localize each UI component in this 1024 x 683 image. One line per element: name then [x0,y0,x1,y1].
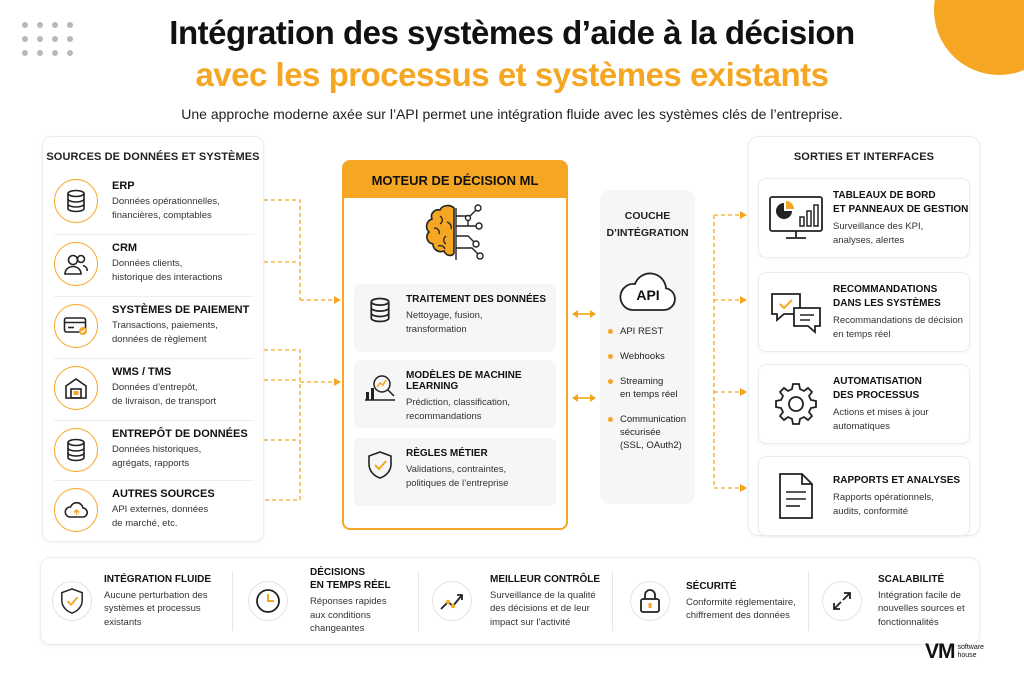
page-subtitle: Une approche moderne axée sur l’API perm… [181,106,843,122]
benefit-title: INTÉGRATION FLUIDE [104,573,212,585]
engine-card-desc: Validations, contraintes,politiques de l… [406,464,509,489]
divider [418,571,419,631]
database-icon [362,296,398,324]
sources-panel-title: SOURCES DE DONNÉES ET SYSTÈMES [46,151,260,163]
divider [232,571,233,631]
engine-card-business-rules: RÈGLES MÉTIER Validations, contraintes,p… [354,438,556,506]
page-title-accent: avec les processus et systèmes existants [195,56,829,93]
dashboard-monitor-icon [759,195,833,241]
engine-card-desc: Nettoyage, fusion,transformation [406,310,483,335]
api-cloud-icon: API [617,270,679,319]
engine-card-ml-models: MODÈLES DE MACHINE LEARNING Prédiction, … [354,360,556,428]
warehouse-icon [54,365,98,410]
source-desc: Données clients,historique des interacti… [112,258,223,283]
outputs-panel-title: SORTIES ET INTERFACES [793,151,935,163]
output-desc: Surveillance des KPI,analyses, alertes [833,220,924,246]
benefit-better-control: MEILLEUR CONTRÔLE Surveillance de la qua… [432,557,612,645]
source-title: ENTREPÔT DE DONNÉES [112,428,248,440]
api-label: API [636,287,660,303]
engine-card-title: RÈGLES MÉTIER [406,448,488,459]
logo-mark: VM [925,640,955,663]
gear-icon [759,381,833,427]
cloud-icon [54,487,98,532]
clock-icon [248,581,288,621]
database-icon [54,427,98,472]
benefit-title: SÉCURITÉ [686,580,737,592]
trend-up-icon [432,581,472,621]
chat-check-icon [759,290,833,334]
page-title: Intégration des systèmes d’aide à la déc… [169,14,855,51]
decorative-dot-grid [22,22,73,56]
source-item-erp: ERP Données opérationnelles,financières,… [54,172,254,230]
engine-card-desc: Prédiction, classification,recommandatio… [406,397,511,422]
divider [612,571,613,631]
ai-brain-icon [416,202,496,273]
source-item-wms-tms: WMS / TMS Données d’entrepôt,de livraiso… [54,358,254,416]
list-item: Webhooks [608,350,694,363]
engine-card-data-processing: TRAITEMENT DES DONNÉES Nettoyage, fusion… [354,284,556,352]
decision-engine-panel: MOTEUR DE DÉCISION ML TRAITEMENT DES DON… [342,160,568,530]
benefit-title: SCALABILITÉ [878,573,945,585]
source-title: SYSTÈMES DE PAIEMENT [112,304,250,316]
source-item-payment: SYSTÈMES DE PAIEMENT Transactions, paiem… [54,296,254,354]
credit-card-icon [54,303,98,348]
source-desc: Transactions, paiements,données de règle… [112,320,218,345]
source-item-data-warehouse: ENTREPÔT DE DONNÉES Données historiques,… [54,420,254,478]
benefit-seamless-integration: INTÉGRATION FLUIDE Aucune perturbation d… [52,557,232,645]
source-title: ERP [112,179,135,192]
document-icon [759,472,833,520]
benefits-row: INTÉGRATION FLUIDE Aucune perturbation d… [40,557,980,645]
benefit-security: SÉCURITÉ Conformité réglementaire,chiffr… [630,557,810,645]
analytics-icon [362,372,398,402]
engine-card-title: TRAITEMENT DES DONNÉES [406,294,547,305]
shield-check-icon [52,581,92,621]
benefit-title: MEILLEUR CONTRÔLE [490,573,600,585]
source-desc: Données d’entrepôt,de livraison, de tran… [112,382,217,407]
source-item-crm: CRM Données clients,historique des inter… [54,234,254,292]
users-icon [54,241,98,286]
source-desc: Données historiques,agrégats, rapports [112,444,202,469]
output-title: RAPPORTS ET ANALYSES [833,474,961,486]
expand-icon [822,581,862,621]
shield-check-icon [362,450,398,480]
lock-icon [630,581,670,621]
source-desc: Données opérationnelles,financières, com… [112,195,220,221]
output-card-reports: RAPPORTS ET ANALYSES Rapports opérationn… [758,456,970,536]
engine-card-title: MODÈLES DE MACHINE LEARNING [406,370,522,392]
list-item: API REST [608,325,694,338]
source-title: WMS / TMS [112,366,172,378]
source-title: CRM [112,242,138,254]
database-icon [54,179,98,223]
divider [808,571,809,631]
benefit-desc: Conformité réglementaire,chiffrement des… [686,596,796,622]
engine-title: MOTEUR DE DÉCISION ML [344,162,566,198]
source-title: AUTRES SOURCES [112,488,215,500]
output-desc: Rapports opérationnels,audits, conformit… [833,491,934,517]
